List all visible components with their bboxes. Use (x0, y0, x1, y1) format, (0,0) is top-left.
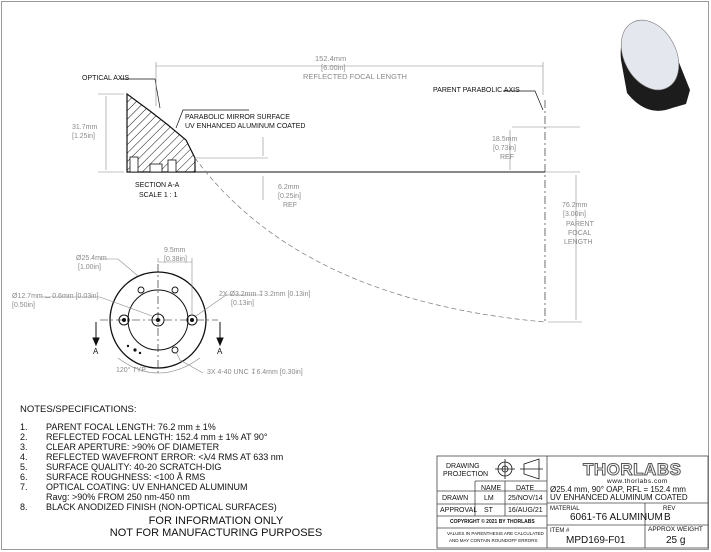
note-text: Ravg: >90% FROM 250 nm-450 nm (46, 492, 190, 502)
section-label: SECTION A-A (135, 182, 180, 189)
description-1: Ø25.4 mm, 90° OAP, RFL = 152.4 mm (550, 485, 686, 494)
values-note-2: AND MAY CONTAIN ROUNDOFF ERRORS (449, 538, 538, 543)
col-name-header: NAME (481, 485, 502, 492)
projection-label-1: DRAWING (446, 463, 480, 470)
material-label: MATERIAL (550, 506, 580, 512)
offset-dim-in: [0.38in] (164, 256, 187, 263)
note-text: SURFACE QUALITY: 40-20 SCRATCH-DIG (46, 462, 222, 472)
description-2: UV ENHANCED ALUMINUM COATED (550, 493, 688, 502)
tap-hole-dim: 3X 4-40 UNC ↧6.4mm [0.30in] (207, 369, 303, 376)
rev-value: B (664, 512, 671, 523)
bottom-view-leaders (40, 258, 260, 374)
section-a-a-profile (126, 92, 196, 173)
pfl-dim-l3: LENGTH (564, 239, 593, 246)
pfl-dim-l2: FOCAL (568, 230, 592, 237)
material-value: 6061-T6 ALUMINUM (570, 512, 663, 523)
drawn-date: 25/NOV/14 (508, 495, 543, 502)
disclaimer-line-1: FOR INFORMATION ONLY (148, 515, 284, 527)
rfl-dim-label: REFLECTED FOCAL LENGTH (303, 72, 407, 81)
approval-label: APPROVAL (440, 507, 478, 514)
website: www.thorlabs.com (607, 478, 668, 485)
note-number: 3. (20, 442, 28, 452)
diameter-dim-mm: Ø25.4mm (76, 255, 107, 262)
note-text: REFLECTED WAVEFRONT ERROR: <λ/4 RMS AT 6… (46, 452, 284, 462)
note-text: SURFACE ROUGHNESS: <100 Å RMS (46, 472, 206, 482)
mirror-product-icon (620, 19, 690, 111)
disclaimer-line-2: NOT FOR MANUFACTURING PURPOSES (109, 527, 323, 539)
mirror-surface-label-2: UV ENHANCED ALUMINUM COATED (185, 123, 306, 130)
note-number: 7. (20, 482, 28, 492)
col-date-header: DATE (516, 485, 535, 492)
bottom-view (100, 264, 218, 376)
note-number: 1. (20, 422, 28, 432)
thorlabs-logo: THORLABS (582, 460, 682, 479)
rfl-dim-mm: 152.4mm (315, 54, 347, 63)
title-block-grid (436, 455, 709, 549)
values-note-1: VALUES IN PARENTHESIS ARE CALCULATED (447, 531, 544, 536)
note-text: PARENT FOCAL LENGTH: 76.2 mm ± 1% (46, 422, 216, 432)
note-number: 8. (20, 502, 28, 512)
ref-dim-2-in: [0.25in] (278, 193, 301, 200)
section-marker-right: A (217, 347, 223, 356)
angle-dim: 120° TYP (116, 367, 146, 374)
note-text: OPTICAL COATING: UV ENHANCED ALUMINUM (46, 482, 248, 492)
section-cut-markers (92, 322, 224, 347)
pfl-dim-l1: PARENT (566, 221, 594, 228)
notes-title: NOTES/SPECIFICATIONS: (20, 404, 137, 415)
section-marker-left: A (93, 347, 99, 356)
height-dim-in: [1.25in] (72, 133, 95, 140)
rfl-dim-in: [6.00in] (321, 63, 346, 72)
weight-label: APPROX WEIGHT (648, 526, 703, 533)
note-text: REFLECTED FOCAL LENGTH: 152.4 mm ± 1% AT… (46, 432, 268, 442)
diameter-dim-in: [1.00in] (78, 264, 101, 271)
copyright: COPYRIGHT © 2021 BY THORLABS (450, 519, 535, 525)
ref-dim-2-mm: 6.2mm (278, 184, 300, 191)
ref-dim-1-ref: REF (500, 154, 514, 161)
item-value: MPD169-F01 (566, 535, 626, 546)
note-number: 4. (20, 452, 28, 462)
height-dim-mm: 31.7mm (72, 124, 98, 131)
pfl-dim-mm: 76.2mm (562, 202, 588, 209)
pin-hole-dim: 2X Ø3.2mm ↧3.2mm [0.13in] (219, 291, 311, 298)
approval-name: ST (484, 507, 493, 514)
offset-dim-mm: 9.5mm (164, 247, 186, 254)
ref-dim-1-in: [0.73in] (493, 145, 516, 152)
parent-axis-label: PARENT PARABOLIC AXIS (433, 87, 520, 94)
mirror-surface-label-1: PARABOLIC MIRROR SURFACE (185, 114, 290, 121)
rev-label: REV (663, 506, 676, 512)
optical-axis-label: OPTICAL AXIS (82, 75, 130, 82)
center-hole-dim-in: [0.50in] (12, 302, 35, 309)
projection-symbol-icon (495, 458, 543, 480)
approval-date: 16/AUG/21 (508, 507, 543, 514)
leader-lines (120, 78, 544, 129)
note-number: 5. (20, 462, 28, 472)
ref-dim-2-ref: REF (283, 202, 297, 209)
note-text: CLEAR APERTURE: >90% OF DIAMETER (46, 442, 220, 452)
projection-label-2: PROJECTION (443, 471, 489, 478)
drawn-name: LM (484, 495, 494, 502)
ref-dim-1-mm: 18.5mm (492, 136, 518, 143)
weight-value: 25 g (666, 535, 686, 546)
center-hole-dim: Ø12.7mm ⌴ 0.6mm [0.03in] (12, 293, 99, 300)
pfl-dim-in: [3.00in] (563, 211, 586, 218)
note-number: 2. (20, 432, 28, 442)
pin-hole-dim-in: [0.13in] (231, 300, 254, 307)
item-label: ITEM # (550, 528, 570, 534)
scale-label: SCALE 1 : 1 (139, 192, 178, 199)
note-number: 6. (20, 472, 28, 482)
drawn-label: DRAWN (442, 495, 469, 502)
note-text: BLACK ANODIZED FINISH (NON-OPTICAL SURFA… (46, 502, 277, 512)
